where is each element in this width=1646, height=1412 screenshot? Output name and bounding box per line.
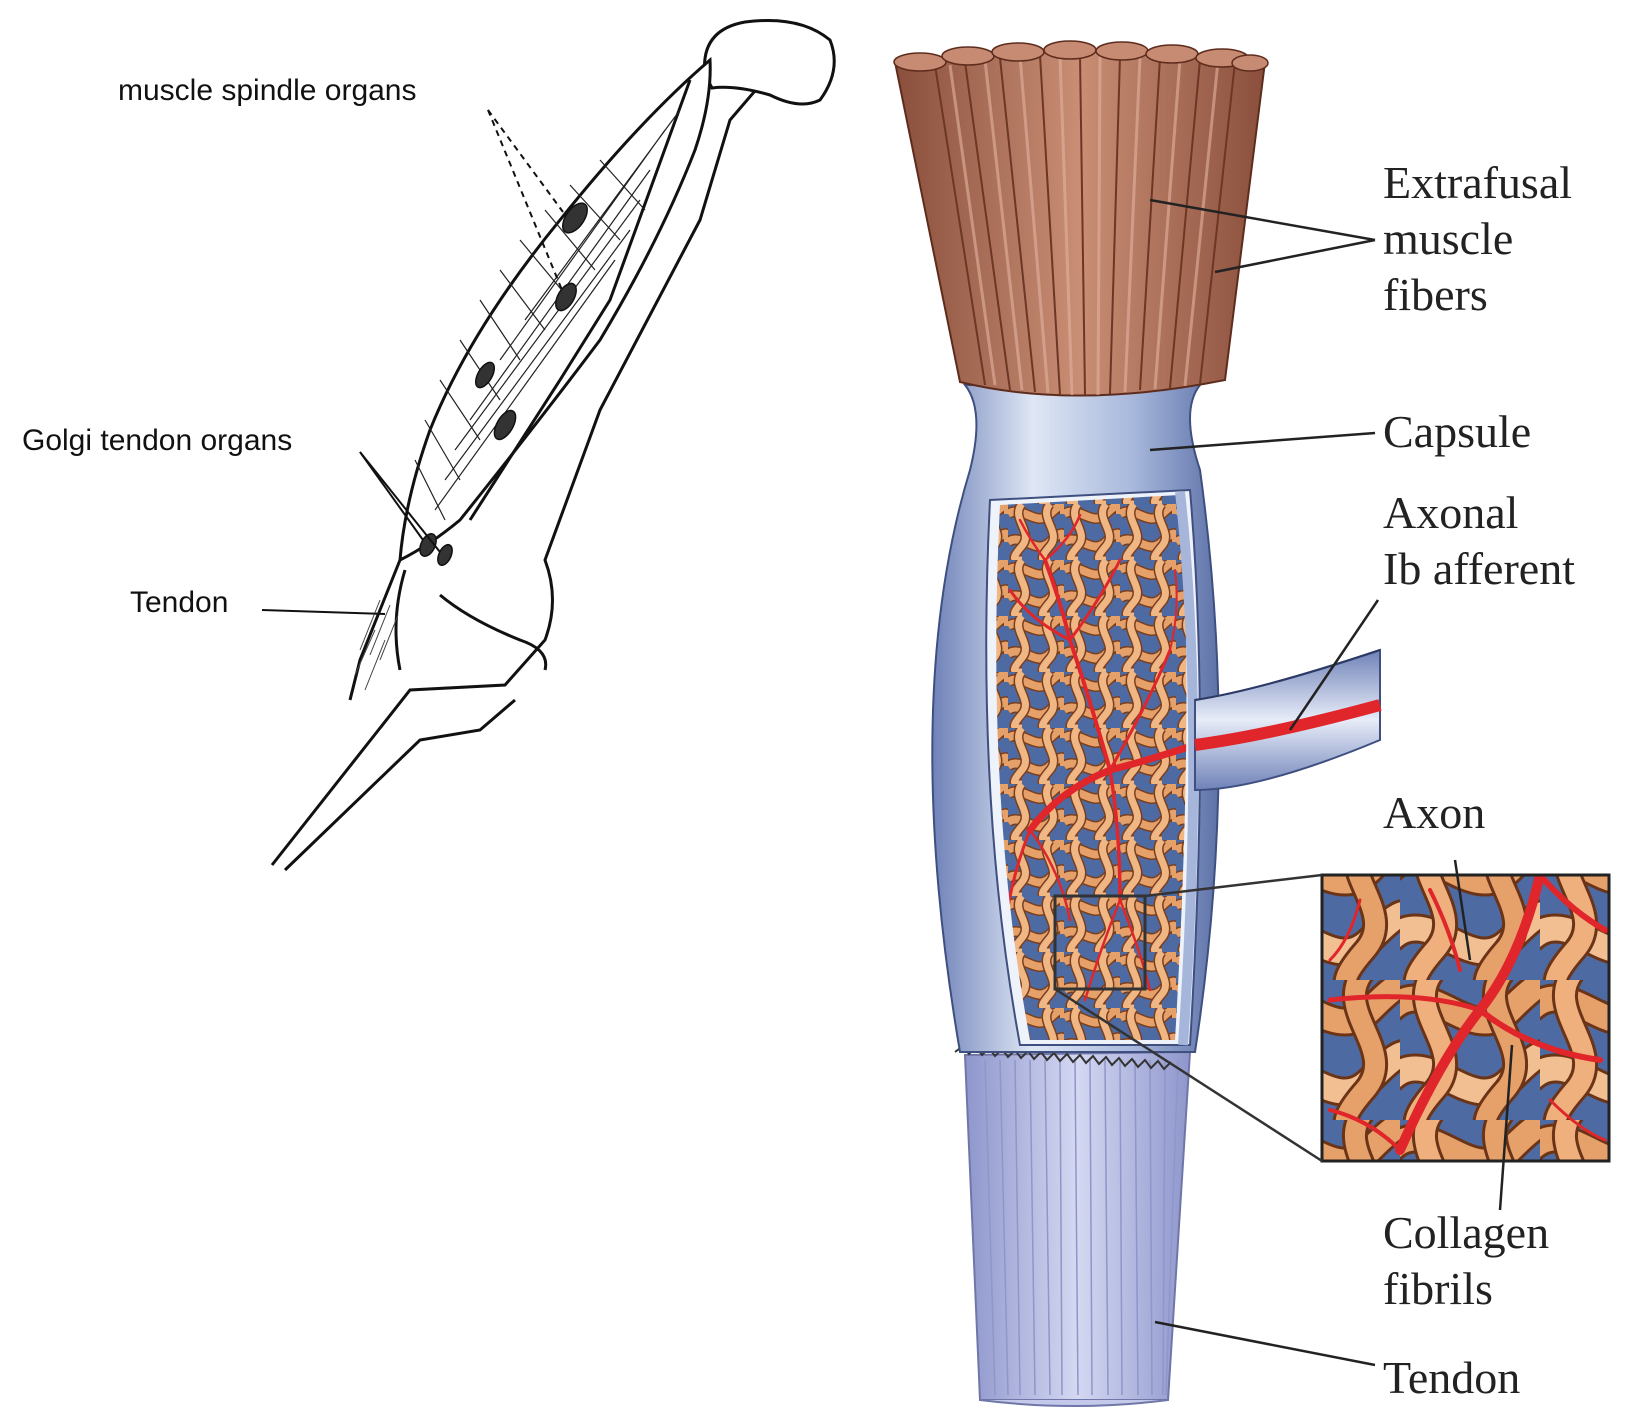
label-tendon-right: Tendon <box>1383 1352 1520 1403</box>
left-anatomy-drawing <box>272 20 834 870</box>
label-capsule: Capsule <box>1383 406 1531 457</box>
label-tendon-left: Tendon <box>130 586 228 619</box>
muscle-belly <box>400 60 710 560</box>
capsule-structure <box>932 385 1220 1060</box>
extrafusal-muscle-fibers <box>894 41 1268 396</box>
right-labels: Extrafusal muscle fibers Capsule Axonal … <box>1383 157 1575 1403</box>
label-extrafusal-3: fibers <box>1383 269 1488 320</box>
magnified-inset <box>1322 875 1609 1161</box>
tendon-structure <box>955 1046 1190 1406</box>
label-muscle-spindle-organs: muscle spindle organs <box>118 74 417 107</box>
tendon-right-pointer <box>1155 1322 1375 1365</box>
label-collagen-1: Collagen <box>1383 1207 1549 1258</box>
bone-outline-lower <box>285 700 515 870</box>
afferent-nerve <box>1195 650 1380 790</box>
label-extrafusal-2: muscle <box>1383 213 1513 264</box>
tendon-pointer <box>262 610 385 614</box>
label-golgi-tendon-organs: Golgi tendon organs <box>22 424 292 457</box>
bone-head <box>705 20 835 104</box>
bone-outline <box>272 60 800 865</box>
label-axonal-1: Axonal <box>1383 487 1518 538</box>
spindle-pointer-1 <box>488 110 563 212</box>
label-collagen-2: fibrils <box>1383 1263 1493 1314</box>
label-extrafusal-1: Extrafusal <box>1383 157 1572 208</box>
label-axon: Axon <box>1383 787 1485 838</box>
label-axonal-2: Ib afferent <box>1383 543 1575 594</box>
